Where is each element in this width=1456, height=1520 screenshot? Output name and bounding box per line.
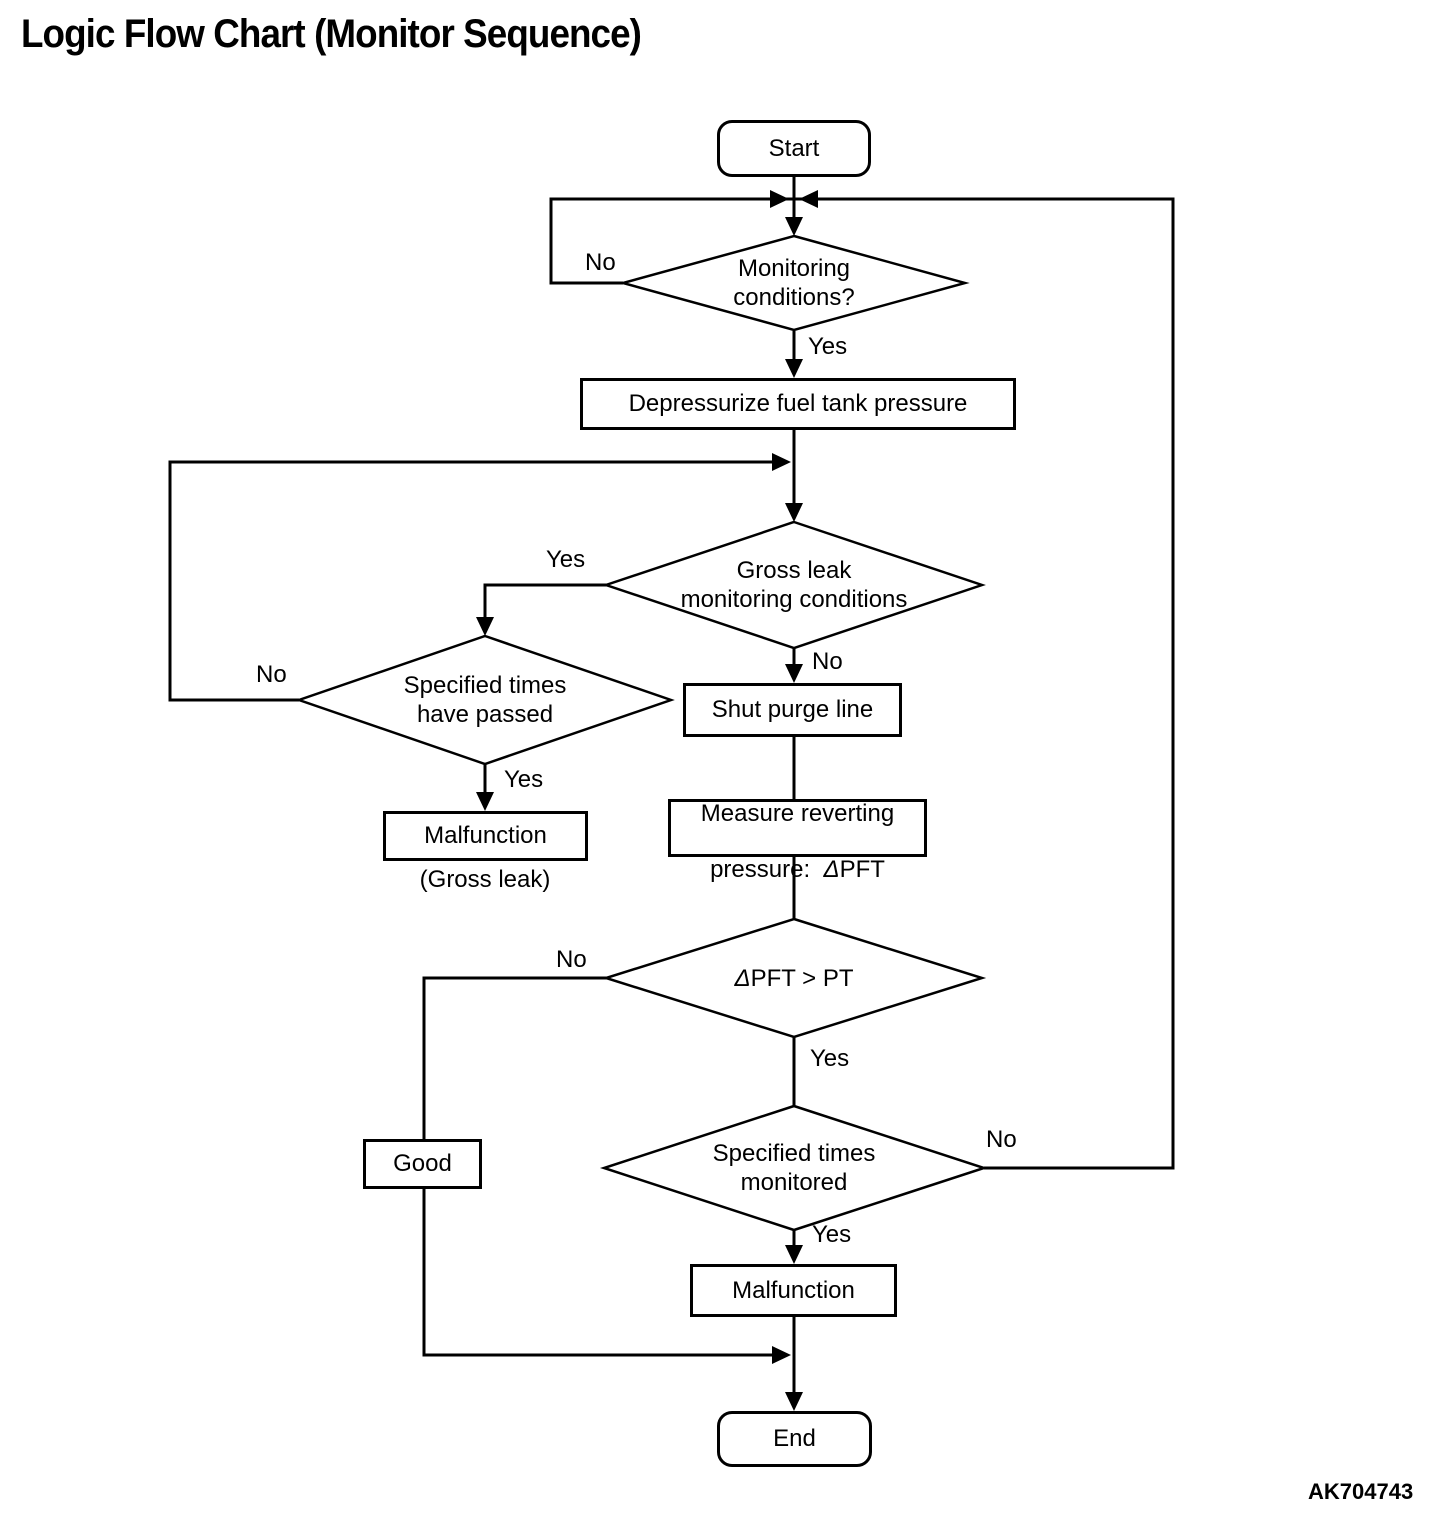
arrowhead-into-malfunction [785,1245,803,1264]
decision-times-passed-label: Specified times have passed [403,672,567,728]
decision-monitoring-conditions-shape [618,234,970,332]
decision-times-monitored-label: Specified times monitored [712,1140,876,1196]
edge-label-times-monitored-yes: Yes [812,1221,852,1248]
edge-label-monitoring-no: No [585,249,616,276]
edge-label-gross-leak-yes: Yes [546,546,586,573]
edge-good-to-end-junction [422,1189,786,1357]
edge-label-monitoring-yes: Yes [808,333,848,360]
edge-label-times-monitored-no: No [986,1126,1017,1153]
delta-symbol: Δ [734,964,751,992]
edge-pft-no [422,976,607,1139]
node-malfunction: Malfunction [690,1264,897,1317]
edge-label-times-passed-no: No [256,661,287,688]
decision-gross-leak-label: Gross leak monitoring conditions [680,557,908,613]
edge-times-passed-no [168,460,786,702]
node-depressurize: Depressurize fuel tank pressure [580,378,1016,430]
node-malfunction-gross-leak: Malfunction [383,811,588,861]
page-title: Logic Flow Chart (Monitor Sequence) [21,12,642,56]
node-shut-purge-line: Shut purge line [683,683,902,737]
decision-times-passed-shape [295,634,675,766]
arrowhead-into-monitoring [785,217,803,236]
arrowhead-into-times-passed [476,617,494,636]
pft-label-rest: PFT > PT [750,964,854,992]
measure-line2-suffix: PFT [839,856,885,883]
node-measure-pressure-text: Measure reverting pressure: ΔPFT [701,772,894,884]
arrowhead-top-junction-right [799,190,818,208]
arrowhead-end-junction [772,1346,791,1364]
node-good: Good [363,1139,482,1189]
arrowhead-into-depressurize [785,359,803,378]
edge-label-gross-leak-no: No [812,648,843,675]
delta-symbol: Δ [823,856,840,883]
figure-code: AK704743 [1308,1479,1414,1504]
edge-return-loop [549,197,1175,1170]
edge-grossleak-yes [483,583,609,632]
node-measure-pressure: Measure reverting pressure: ΔPFT [668,799,927,883]
edge-label-times-passed-yes: Yes [504,766,544,793]
arrowhead-into-end [785,1392,803,1411]
edge-label-pft-yes: Yes [810,1045,850,1072]
node-end: End [717,1411,872,1467]
arrowhead-into-shut-purge [785,664,803,683]
decision-pft-label: ΔPFT > PT [644,963,944,993]
arrowhead-into-grossleak [785,503,803,522]
arrowhead-grossleak-junction [772,453,791,471]
measure-line2-prefix: pressure: [710,856,824,883]
arrowhead-into-malfunction-gross [476,792,494,811]
decision-monitoring-conditions-label: Monitoring conditions? [733,255,855,311]
decision-gross-leak-shape [602,520,986,650]
arrowhead-top-junction-left [770,190,789,208]
node-start: Start [717,120,871,177]
measure-line1: Measure reverting [700,800,895,827]
node-malfunction-gross-leak-caption: (Gross leak) [419,866,551,893]
decision-times-monitored-shape [599,1104,989,1232]
edge-label-pft-no: No [556,946,587,973]
decision-pft-shape [601,917,987,1039]
